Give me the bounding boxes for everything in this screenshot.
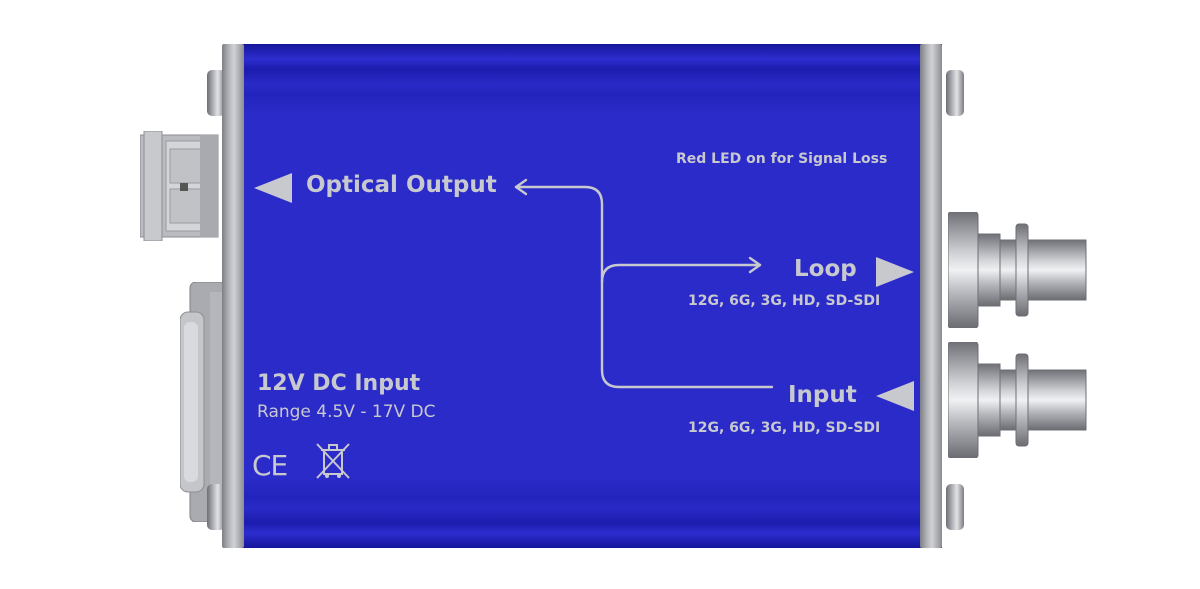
left-arrow-icon [254, 173, 292, 203]
screw [946, 484, 964, 530]
loop-label: Loop [794, 256, 857, 282]
left-arrow-icon [876, 381, 914, 411]
bnc-input-connector [947, 341, 1088, 459]
input-label: Input [788, 382, 857, 408]
optical-connector [139, 130, 222, 242]
signal-loss-note: Red LED on for Signal Loss [676, 151, 888, 167]
power-range: Range 4.5V - 17V DC [257, 402, 436, 422]
power-title: 12V DC Input [257, 371, 421, 396]
input-formats: 12G, 6G, 3G, HD, SD-SDI [688, 420, 881, 436]
screw [207, 70, 225, 116]
right-arrow-icon [876, 257, 914, 287]
ce-mark-icon: CE [252, 449, 288, 482]
left-end-cap [222, 44, 244, 548]
screw [207, 484, 225, 530]
screw [946, 70, 964, 116]
right-end-cap [920, 44, 942, 548]
weee-bin-icon [316, 443, 350, 479]
optical-output-label: Optical Output [306, 172, 497, 198]
device-body [236, 44, 942, 548]
loop-formats: 12G, 6G, 3G, HD, SD-SDI [688, 293, 881, 309]
bnc-loop-connector [947, 211, 1088, 329]
